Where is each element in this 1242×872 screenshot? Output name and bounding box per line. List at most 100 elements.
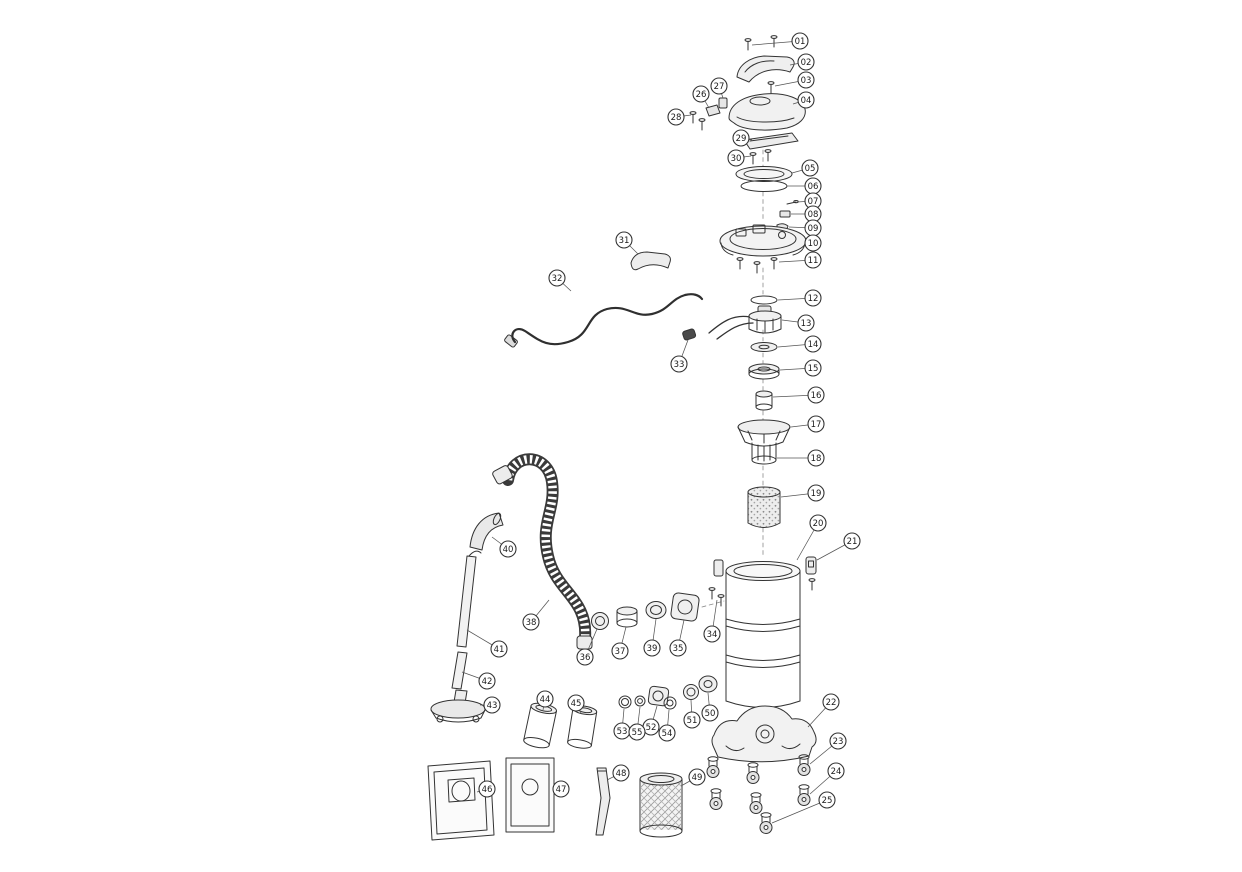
part-callout-05: 05 bbox=[801, 159, 819, 177]
callouts: 0102030405060708091011121314151617181920… bbox=[478, 32, 861, 809]
part-callout-15: 15 bbox=[804, 359, 822, 377]
callout-circle-34 bbox=[703, 625, 721, 643]
part-callout-01: 01 bbox=[791, 32, 809, 50]
part-callout-38: 38 bbox=[522, 613, 540, 631]
callout-number-16: 16 bbox=[811, 391, 822, 401]
part-adapter-plate-35 bbox=[670, 592, 700, 622]
part-callout-26: 26 bbox=[692, 85, 710, 103]
callout-number-55: 55 bbox=[632, 728, 643, 738]
part-screws-01 bbox=[744, 35, 778, 51]
part-callout-55: 55 bbox=[628, 723, 646, 741]
part-washer-15 bbox=[748, 363, 780, 380]
callout-circle-28 bbox=[667, 108, 685, 126]
callout-circle-18 bbox=[807, 449, 825, 467]
callout-circle-20 bbox=[809, 514, 827, 532]
callout-circle-27 bbox=[710, 77, 728, 95]
part-caster-base-22 bbox=[711, 705, 817, 763]
part-caster-25 bbox=[759, 812, 773, 834]
part-callout-23: 23 bbox=[829, 732, 847, 750]
part-callout-33: 33 bbox=[670, 355, 688, 373]
callout-circle-42 bbox=[478, 672, 496, 690]
part-power-cord-32 bbox=[504, 293, 704, 348]
callout-circle-35 bbox=[669, 639, 687, 657]
part-callout-48: 48 bbox=[612, 764, 630, 782]
callout-circle-50 bbox=[701, 704, 719, 722]
callout-number-03: 03 bbox=[801, 76, 812, 86]
part-callout-14: 14 bbox=[804, 335, 822, 353]
callout-number-24: 24 bbox=[831, 767, 842, 777]
part-wand-upper-41 bbox=[456, 550, 482, 648]
part-ring-51 bbox=[683, 684, 699, 700]
callout-circle-48 bbox=[612, 764, 630, 782]
part-callout-04: 04 bbox=[797, 91, 815, 109]
callout-number-23: 23 bbox=[833, 737, 844, 747]
callout-number-31: 31 bbox=[619, 236, 630, 246]
part-hose-38 bbox=[492, 453, 593, 650]
part-callout-24: 24 bbox=[827, 762, 845, 780]
callout-number-44: 44 bbox=[540, 695, 551, 705]
callout-circle-46 bbox=[478, 780, 496, 798]
part-callout-45: 45 bbox=[567, 694, 585, 712]
leader-lines bbox=[461, 40, 853, 824]
part-cord-hook-31 bbox=[630, 251, 671, 271]
callout-circle-49 bbox=[688, 768, 706, 786]
callout-number-50: 50 bbox=[705, 709, 716, 719]
callout-circle-17 bbox=[807, 415, 825, 433]
part-callout-29: 29 bbox=[732, 129, 750, 147]
part-callout-22: 22 bbox=[822, 693, 840, 711]
part-callout-17: 17 bbox=[807, 415, 825, 433]
callout-number-41: 41 bbox=[494, 645, 505, 655]
part-screw-07 bbox=[786, 200, 799, 205]
part-latch-21 bbox=[805, 556, 817, 591]
part-motor-mount-deck-10 bbox=[719, 224, 807, 257]
part-dust-bag-46 bbox=[427, 760, 495, 841]
callout-number-51: 51 bbox=[687, 716, 698, 726]
callout-circle-25 bbox=[818, 791, 836, 809]
callout-number-33: 33 bbox=[674, 360, 685, 370]
part-callout-30: 30 bbox=[727, 149, 745, 167]
callout-number-18: 18 bbox=[811, 454, 822, 464]
callout-circle-14 bbox=[804, 335, 822, 353]
callout-number-15: 15 bbox=[808, 364, 819, 374]
part-callout-40: 40 bbox=[499, 540, 517, 558]
part-top-cover-04 bbox=[728, 93, 806, 131]
part-callout-41: 41 bbox=[490, 640, 508, 658]
part-ring-54 bbox=[663, 696, 677, 710]
part-callout-16: 16 bbox=[807, 386, 825, 404]
part-cuff-44 bbox=[523, 702, 557, 749]
callout-number-46: 46 bbox=[482, 785, 493, 795]
part-callout-12: 12 bbox=[804, 289, 822, 307]
callout-circle-01 bbox=[791, 32, 809, 50]
callout-circle-30 bbox=[727, 149, 745, 167]
callout-circle-32 bbox=[548, 269, 566, 287]
part-cartridge-filter-49 bbox=[639, 772, 683, 838]
callout-circle-16 bbox=[807, 386, 825, 404]
part-callout-34: 34 bbox=[703, 625, 721, 643]
part-float-cage-13 bbox=[708, 305, 782, 340]
leader-line-25 bbox=[771, 799, 828, 824]
part-seal-ring-05 bbox=[735, 166, 793, 182]
callout-number-22: 22 bbox=[826, 698, 837, 708]
part-caster-24 bbox=[709, 784, 811, 814]
callout-number-26: 26 bbox=[696, 90, 707, 100]
callout-number-48: 48 bbox=[616, 769, 627, 779]
callout-number-17: 17 bbox=[811, 420, 822, 430]
part-callout-36: 36 bbox=[576, 648, 594, 666]
callout-number-21: 21 bbox=[847, 537, 858, 547]
callout-circle-26 bbox=[692, 85, 710, 103]
callout-number-02: 02 bbox=[801, 58, 812, 68]
part-elbow-nozzle-40 bbox=[469, 512, 504, 551]
callout-circle-45 bbox=[567, 694, 585, 712]
callout-number-06: 06 bbox=[808, 182, 819, 192]
part-foam-filter-19 bbox=[747, 486, 781, 528]
part-callout-18: 18 bbox=[807, 449, 825, 467]
part-callout-19: 19 bbox=[807, 484, 825, 502]
callout-circle-05 bbox=[801, 159, 819, 177]
part-handle-02 bbox=[736, 55, 795, 83]
callout-circle-23 bbox=[829, 732, 847, 750]
callout-number-01: 01 bbox=[795, 37, 806, 47]
callout-circle-38 bbox=[522, 613, 540, 631]
part-screws-28 bbox=[689, 111, 706, 131]
part-screw-03 bbox=[767, 81, 775, 94]
